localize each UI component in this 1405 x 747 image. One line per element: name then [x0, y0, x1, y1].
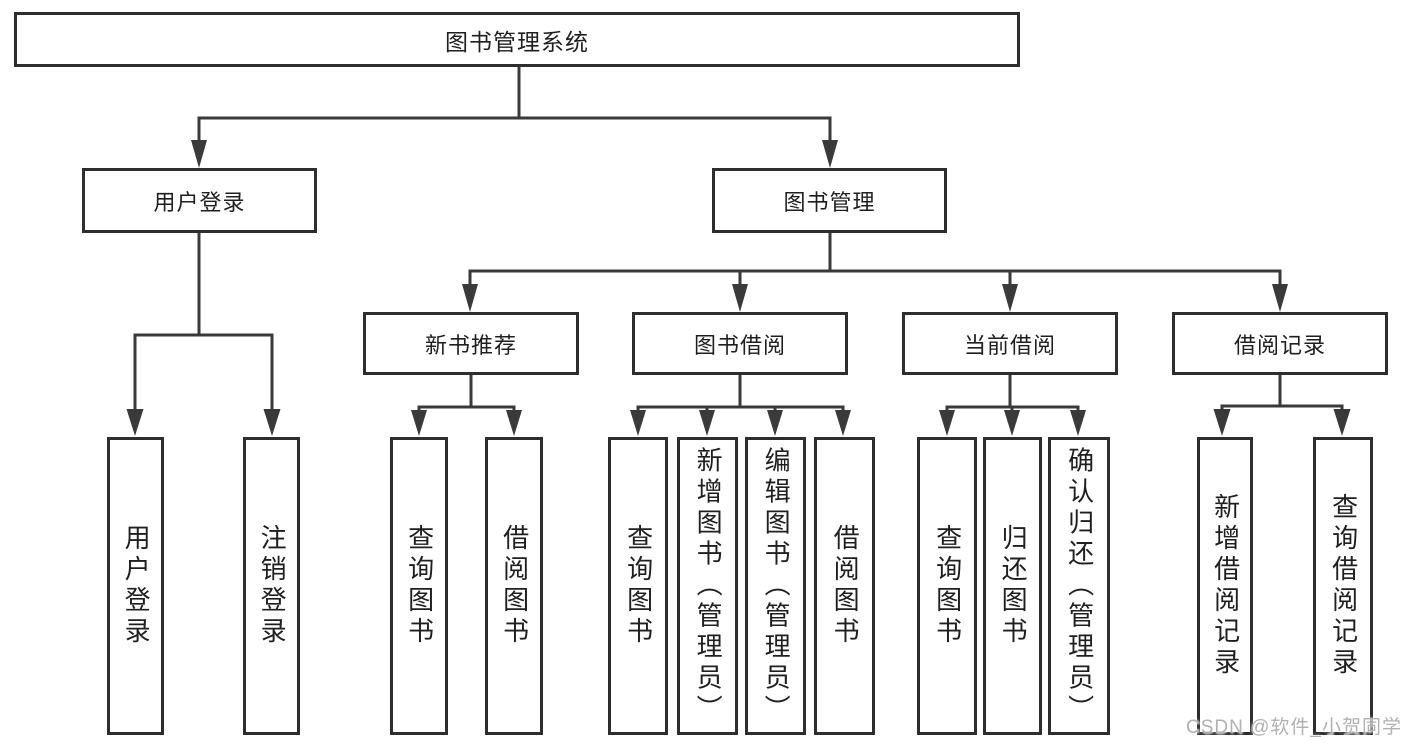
csdn-watermark: CSDN @软件_小贺同学 — [1186, 717, 1402, 738]
edge-book-borrow-to-leaves — [630, 373, 851, 436]
edge-root-to-level2 — [191, 64, 838, 168]
leaf-borrow-query-books: 查询图书 — [608, 437, 668, 735]
leaf-current-query-books-label: 查询图书 — [932, 524, 963, 648]
leaf-recommend-borrow-books: 借阅图书 — [485, 437, 543, 735]
leaf-borrow-query-books-label: 查询图书 — [623, 524, 654, 648]
leaf-user-login-label: 用户登录 — [121, 524, 152, 648]
node-new-book-recommend: 新书推荐 — [363, 312, 579, 375]
leaf-user-login: 用户登录 — [107, 437, 164, 735]
leaf-edit-book-admin-label: 编辑图书（管理员） — [761, 446, 792, 726]
leaf-logout-label: 注销登录 — [257, 524, 288, 648]
node-book-borrow-label: 图书借阅 — [693, 332, 786, 358]
edge-user-login-to-leaves — [126, 230, 281, 436]
node-book-management-label: 图书管理 — [783, 189, 876, 215]
edge-book-management-to-level3 — [462, 230, 1288, 312]
node-user-login-label: 用户登录 — [153, 189, 246, 215]
leaf-borrow-books: 借阅图书 — [814, 437, 875, 735]
leaf-return-books-label: 归还图书 — [998, 524, 1029, 648]
leaf-add-borrow-record-label: 新增借阅记录 — [1210, 493, 1241, 679]
node-root: 图书管理系统 — [14, 12, 1020, 67]
leaf-add-book-admin: 新增图书（管理员） — [677, 437, 738, 735]
leaf-query-borrow-record: 查询借阅记录 — [1313, 437, 1373, 735]
edge-current-borrow-to-leaves — [939, 373, 1086, 436]
leaf-confirm-return-admin-label: 确认归还（管理员） — [1064, 446, 1095, 726]
node-current-borrow-label: 当前借阅 — [963, 332, 1056, 358]
node-borrow-records: 借阅记录 — [1172, 312, 1388, 375]
node-new-book-recommend-label: 新书推荐 — [424, 332, 517, 358]
leaf-add-book-admin-label: 新增图书（管理员） — [693, 446, 724, 726]
edge-borrow-records-to-leaves — [1213, 373, 1351, 436]
leaf-query-borrow-record-label: 查询借阅记录 — [1328, 493, 1359, 679]
node-current-borrow: 当前借阅 — [902, 312, 1118, 375]
leaf-recommend-borrow-books-label: 借阅图书 — [499, 524, 530, 648]
leaf-return-books: 归还图书 — [983, 437, 1042, 735]
node-root-label: 图书管理系统 — [445, 28, 589, 55]
leaf-recommend-query-books-label: 查询图书 — [404, 524, 435, 648]
leaf-edit-book-admin: 编辑图书（管理员） — [745, 437, 806, 735]
leaf-current-query-books: 查询图书 — [917, 437, 977, 735]
leaf-logout: 注销登录 — [243, 437, 300, 735]
node-book-management: 图书管理 — [712, 168, 947, 233]
leaf-add-borrow-record: 新增借阅记录 — [1197, 437, 1253, 735]
leaf-borrow-books-label: 借阅图书 — [830, 524, 861, 648]
node-borrow-records-label: 借阅记录 — [1233, 332, 1326, 358]
leaf-confirm-return-admin: 确认归还（管理员） — [1048, 437, 1110, 735]
leaf-recommend-query-books: 查询图书 — [390, 437, 448, 735]
node-user-login: 用户登录 — [82, 168, 317, 233]
node-book-borrow: 图书借阅 — [632, 312, 848, 375]
edge-new-book-recommend-to-leaves — [411, 373, 522, 436]
